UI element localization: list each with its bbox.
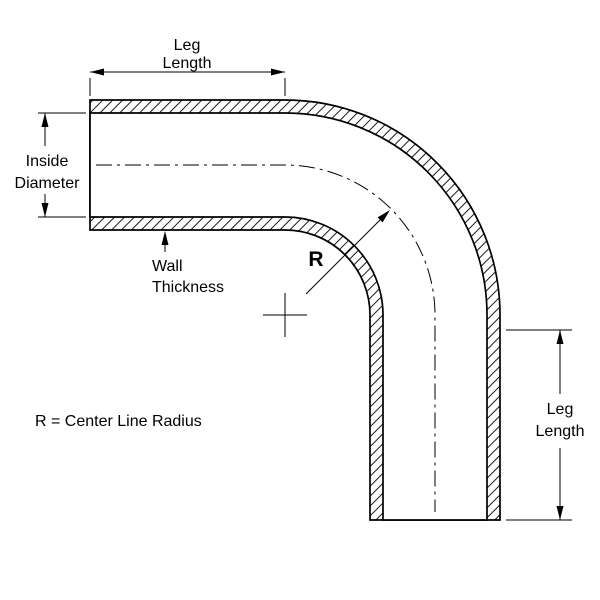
id-dim-arrow-down-icon <box>41 203 49 217</box>
right-leg-length-label-line2: Length <box>536 423 585 440</box>
top-dim-arrow-left-icon <box>90 68 104 76</box>
top-leg-length-label-line2: Length <box>163 55 212 72</box>
center-line <box>96 164 436 512</box>
center-mark-icon <box>263 293 307 337</box>
wall-thickness-label-line1: Wall <box>152 258 183 275</box>
right-leg-length-label-line1: Leg <box>547 401 574 418</box>
right-dim-arrow-up-icon <box>556 330 564 344</box>
id-dim-arrow-up-icon <box>41 113 49 127</box>
top-leg-length-label-line1: Leg <box>174 37 201 54</box>
elbow-inner-bore <box>89 112 488 521</box>
radius-arrowhead-icon <box>377 210 390 223</box>
right-dim-arrow-down-icon <box>556 506 564 520</box>
inside-diameter-label-line1: Inside <box>26 153 69 170</box>
top-dim-arrow-right-icon <box>271 68 285 76</box>
radius-label: R <box>308 248 323 271</box>
inside-diameter-label-line2: Diameter <box>15 175 81 192</box>
wall-thickness-arrowhead-icon <box>161 231 169 245</box>
wall-thickness-label-line2: Thickness <box>152 279 224 296</box>
legend-text: R = Center Line Radius <box>35 413 202 430</box>
radius-arrow-line <box>305 218 382 295</box>
